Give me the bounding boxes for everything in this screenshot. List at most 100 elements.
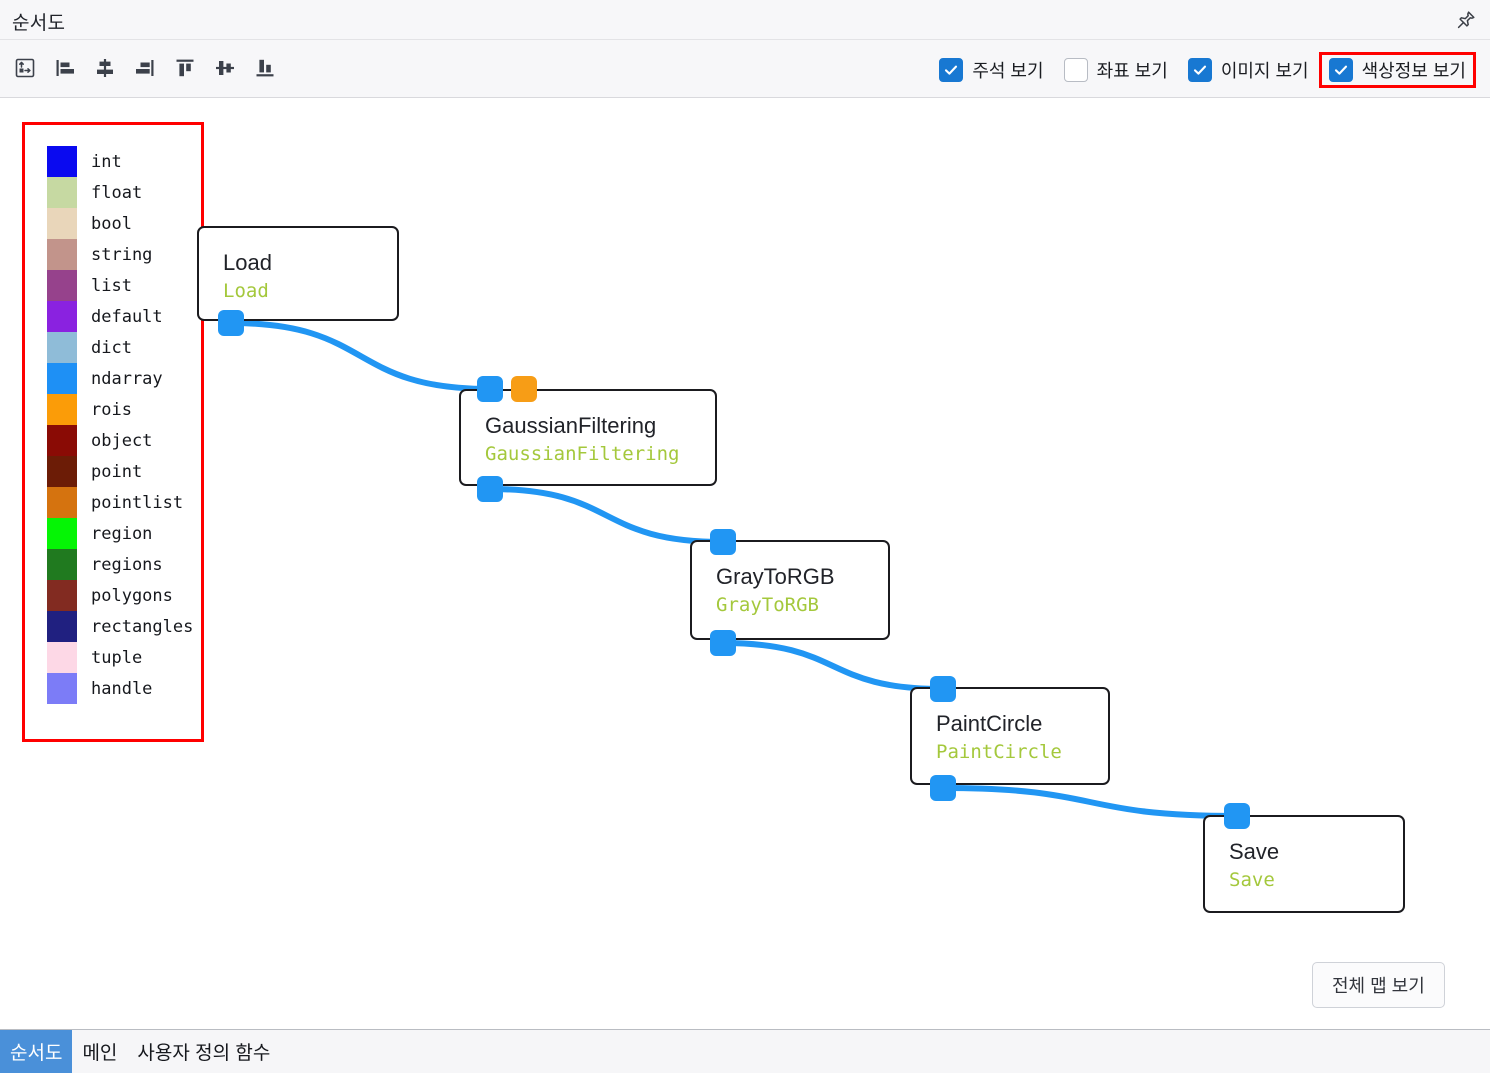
port-rois-in[interactable] [511, 376, 537, 402]
legend-label: regions [91, 554, 163, 575]
legend-color-swatch [47, 239, 77, 270]
legend-row: point [47, 456, 193, 487]
node-title: GaussianFiltering [485, 413, 657, 438]
port-ndarray-in[interactable] [1224, 803, 1250, 829]
checkbox-annotation-view[interactable]: 주석 보기 [929, 52, 1053, 88]
legend-label: object [91, 430, 153, 451]
checkbox-label: 좌표 보기 [1096, 61, 1168, 81]
legend-label: string [91, 244, 153, 265]
tab-flowchart[interactable]: 순서도 [0, 1030, 73, 1073]
legend-row: string [47, 239, 193, 270]
legend-label: default [91, 306, 163, 327]
legend-color-swatch [47, 363, 77, 394]
legend-label: tuple [91, 647, 143, 668]
legend-row: default [47, 301, 193, 332]
wire-graytorgb-to-paintcircle [720, 640, 946, 692]
legend-row: float [47, 177, 193, 208]
port-ndarray-out[interactable] [930, 775, 956, 801]
legend-row: pointlist [47, 487, 193, 518]
legend-label: pointlist [91, 492, 184, 513]
node-subtitle: GaussianFiltering [485, 443, 680, 465]
legend-row: rectangles [47, 611, 193, 642]
title-bar: 순서도 [0, 0, 1490, 40]
legend-color-swatch [47, 270, 77, 301]
legend-color-swatch [47, 177, 77, 208]
legend-row: bool [47, 208, 193, 239]
legend-label: region [91, 523, 153, 544]
legend-row: regions [47, 549, 193, 580]
legend-color-swatch [47, 518, 77, 549]
auto-layout-icon[interactable] [8, 50, 42, 86]
port-ndarray-in[interactable] [930, 676, 956, 702]
align-center-v-icon[interactable] [208, 50, 242, 86]
align-bottom-icon[interactable] [248, 50, 282, 86]
legend-color-swatch [47, 394, 77, 425]
legend-row: handle [47, 673, 193, 704]
align-top-icon[interactable] [168, 50, 202, 86]
align-right-icon[interactable] [128, 50, 162, 86]
tab-user-defined-function[interactable]: 사용자 정의 함수 [137, 1043, 271, 1064]
full-map-button[interactable]: 전체 맵 보기 [1312, 962, 1445, 1008]
legend-color-swatch [47, 549, 77, 580]
checkbox-label: 색상정보 보기 [1361, 61, 1466, 81]
legend-color-swatch [47, 673, 77, 704]
legend-row: rois [47, 394, 193, 425]
legend-label: dict [91, 337, 132, 358]
check-icon [939, 58, 964, 82]
legend-label: rois [91, 399, 132, 420]
port-ndarray-out[interactable] [710, 630, 736, 656]
checkbox-coordinate-view[interactable]: 좌표 보기 [1054, 52, 1178, 88]
legend-label: point [91, 461, 143, 482]
legend-label: float [91, 182, 143, 203]
align-left-icon[interactable] [48, 50, 82, 86]
node-subtitle: Load [223, 280, 269, 302]
legend-row: ndarray [47, 363, 193, 394]
checkbox-color-info-view[interactable]: 색상정보 보기 [1318, 52, 1476, 88]
legend-row: region [47, 518, 193, 549]
checkbox-image-view[interactable]: 이미지 보기 [1178, 52, 1319, 88]
pushpin-icon[interactable] [1452, 6, 1480, 34]
checkbox-label: 이미지 보기 [1220, 61, 1309, 81]
legend-color-swatch [47, 425, 77, 456]
legend-label: ndarray [91, 368, 163, 389]
page-title: 순서도 [12, 13, 66, 34]
port-ndarray-in[interactable] [477, 376, 503, 402]
legend-label: list [91, 275, 132, 296]
connection-wires [228, 320, 1240, 819]
legend-color-swatch [47, 642, 77, 673]
tab-bar-filler [280, 1030, 1490, 1073]
legend-color-swatch [47, 332, 77, 363]
align-center-h-icon[interactable] [88, 50, 122, 86]
port-ndarray-out[interactable] [218, 310, 244, 336]
legend-label: handle [91, 678, 153, 699]
legend-color-swatch [47, 208, 77, 239]
check-icon [1328, 58, 1353, 82]
legend-color-swatch [47, 301, 77, 332]
legend-row: tuple [47, 642, 193, 673]
legend-color-swatch [47, 487, 77, 518]
checkbox-box [1063, 58, 1088, 82]
legend-color-swatch [47, 456, 77, 487]
legend-row: dict [47, 332, 193, 363]
node-title: Save [1229, 839, 1280, 864]
tab-main[interactable]: 메인 [82, 1043, 118, 1064]
port-ndarray-in[interactable] [710, 529, 736, 555]
legend-color-swatch [47, 611, 77, 642]
legend-label: bool [91, 213, 132, 234]
node-title: Load [223, 250, 272, 275]
toolbar: 주석 보기 좌표 보기 이미지 보기 색상정보 보기 [0, 40, 1490, 98]
wire-load-to-gaussianfiltering [228, 320, 493, 392]
port-ndarray-out[interactable] [477, 476, 503, 502]
legend-color-swatch [47, 580, 77, 611]
legend-label: polygons [91, 585, 173, 606]
node-subtitle: PaintCircle [936, 741, 1062, 763]
node-subtitle: Save [1229, 869, 1275, 891]
